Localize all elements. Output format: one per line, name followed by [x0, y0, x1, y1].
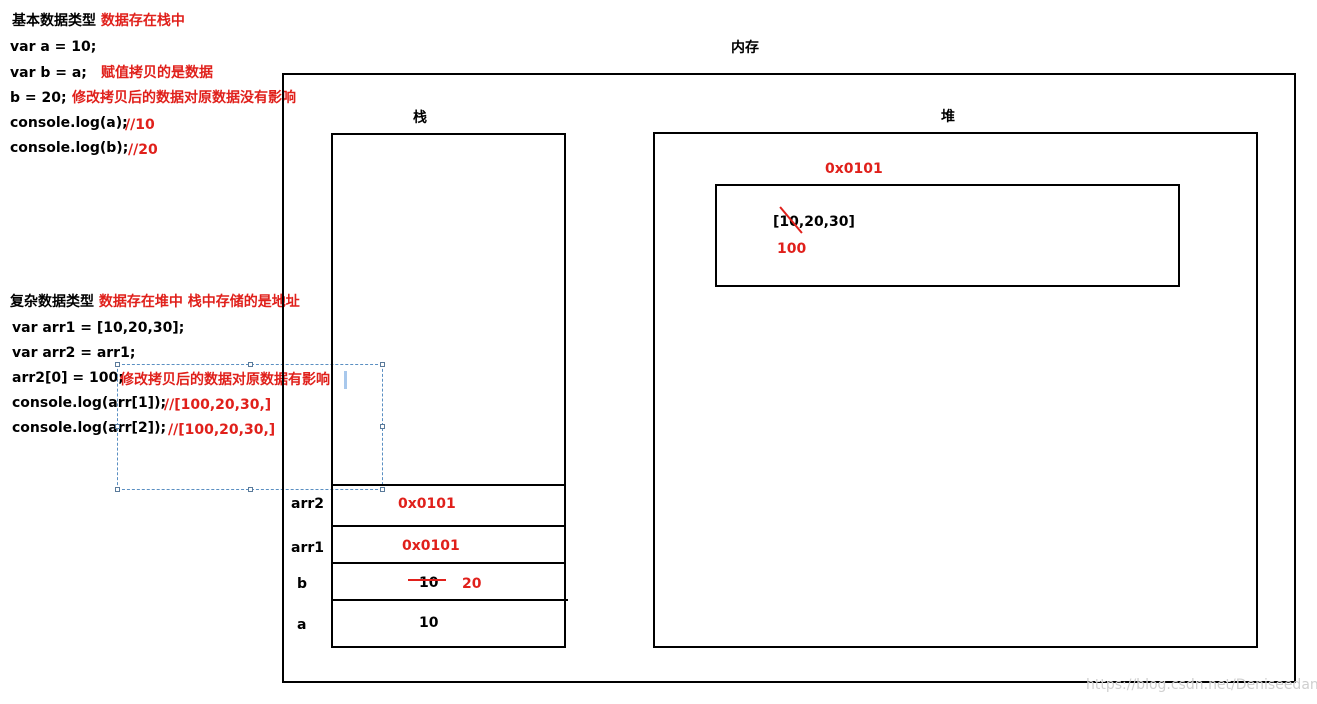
resize-handle[interactable]	[248, 487, 253, 492]
code-comment: //20	[128, 142, 158, 158]
stack-slot-label: a	[297, 617, 307, 633]
stack-divider	[331, 599, 568, 601]
heap-title: 堆	[941, 109, 955, 125]
stack-slot-value: 10	[419, 575, 439, 591]
resize-handle[interactable]	[380, 424, 385, 429]
heap-object-address: 0x0101	[825, 161, 883, 177]
code-line: console.log(b);	[10, 140, 129, 156]
stack-slot-new-value: 20	[462, 576, 482, 592]
code-line: console.log(arr[2]);	[12, 420, 167, 436]
heap-box	[653, 132, 1258, 648]
complex-types-heading: 复杂数据类型 数据存在堆中 栈中存储的是地址	[10, 294, 300, 310]
text-cursor	[344, 371, 347, 389]
resize-handle[interactable]	[248, 362, 253, 367]
basic-types-note: 数据存在栈中	[100, 13, 185, 29]
code-line: var b = a;	[10, 65, 87, 81]
code-comment: 修改拷贝后的数据对原数据有影响	[120, 372, 330, 388]
stack-slot-label: arr1	[291, 540, 324, 556]
heap-object-box	[715, 184, 1180, 287]
code-line: var arr1 = [10,20,30];	[12, 320, 185, 336]
code-line: console.log(arr[1]);	[12, 395, 167, 411]
stack-box	[331, 133, 566, 648]
memory-title: 内存	[731, 40, 759, 56]
code-line: b = 20;	[10, 90, 67, 106]
complex-types-note: 数据存在堆中 栈中存储的是地址	[98, 294, 300, 310]
watermark: https://blog.csdn.net/Deniseedan	[1086, 677, 1317, 693]
code-line: var arr2 = arr1;	[12, 345, 136, 361]
basic-types-heading: 基本数据类型 数据存在栈中	[12, 13, 185, 29]
heap-object-replacement: 100	[777, 241, 807, 257]
resize-handle[interactable]	[115, 487, 120, 492]
code-line: console.log(a);	[10, 115, 128, 131]
resize-handle[interactable]	[380, 487, 385, 492]
code-comment: 修改拷贝后的数据对原数据没有影响	[72, 90, 296, 106]
stack-slot-label: b	[297, 576, 308, 592]
code-comment: //10	[125, 117, 155, 133]
resize-handle[interactable]	[380, 362, 385, 367]
heap-object-value: [10,20,30]	[773, 214, 855, 230]
resize-handle[interactable]	[115, 424, 120, 429]
stack-slot-value: 10	[419, 615, 439, 631]
memory-box	[282, 73, 1296, 683]
code-line: var a = 10;	[10, 39, 97, 55]
code-line: arr2[0] = 100;	[12, 370, 124, 386]
code-comment: //[100,20,30,]	[164, 397, 272, 413]
stack-slot-value: 0x0101	[398, 496, 456, 512]
resize-handle[interactable]	[115, 362, 120, 367]
strikethrough-mark	[408, 579, 446, 581]
stack-divider	[331, 525, 566, 527]
stack-divider	[331, 484, 566, 486]
stack-slot-value: 0x0101	[402, 538, 460, 554]
stack-slot-label: arr2	[291, 496, 324, 512]
code-comment: 赋值拷贝的是数据	[101, 65, 213, 81]
code-comment: //[100,20,30,]	[168, 422, 276, 438]
stack-divider	[331, 562, 566, 564]
stack-title: 栈	[413, 110, 427, 126]
